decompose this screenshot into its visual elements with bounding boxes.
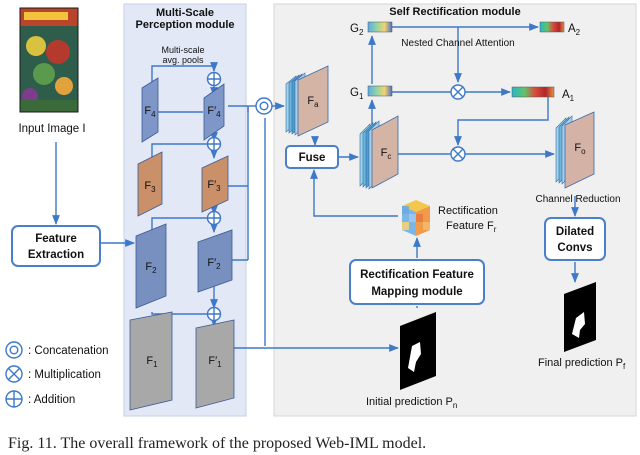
input-image xyxy=(19,7,79,113)
feature-extraction-line2: Extraction xyxy=(28,249,84,261)
attention-a1: A1 xyxy=(511,86,575,103)
fuse-label: Fuse xyxy=(299,152,326,164)
fuse-box xyxy=(285,145,339,169)
legend-multiplication: : Multiplication xyxy=(5,365,101,383)
rfm-box xyxy=(349,259,485,305)
svg-text:Fo: Fo xyxy=(574,142,586,156)
sr-title: Self Rectification module xyxy=(389,6,520,18)
multiply-op-1 xyxy=(450,84,466,100)
attention-g1: G1 xyxy=(350,85,393,101)
attention-a2: A2 xyxy=(539,21,581,37)
svg-text:F1: F1 xyxy=(146,355,158,369)
add-op-2 xyxy=(206,136,222,152)
final-prediction-label: Final prediction Pf xyxy=(538,357,626,371)
feature-stack-fo: Fo xyxy=(555,111,595,189)
svg-text:Fc: Fc xyxy=(381,147,392,161)
concat-op xyxy=(255,97,273,115)
svg-text:: Concatenation: : Concatenation xyxy=(28,345,109,357)
svg-text:F3: F3 xyxy=(144,180,156,194)
feature-f3: F3 xyxy=(137,151,163,217)
multiscale-line1: Multi-scale xyxy=(161,45,204,55)
feature-f4-prime: F′4 xyxy=(203,83,225,141)
feature-stack-fa: Fa xyxy=(285,65,329,137)
attention-g2: G2 xyxy=(350,21,393,37)
feature-f1-prime: F′1 xyxy=(195,319,235,409)
add-op-3 xyxy=(206,210,222,226)
dilated-convs-box xyxy=(544,217,606,261)
rectification-feature-line2: Feature Fr xyxy=(446,220,497,234)
rectification-feature-line1: Rectification xyxy=(438,205,498,217)
feature-f3-prime: F′3 xyxy=(201,155,229,213)
initial-prediction-label: Initial prediction Pn xyxy=(366,396,457,410)
svg-text:A1: A1 xyxy=(562,89,575,103)
legend-concatenation: : Concatenation xyxy=(5,341,109,359)
initial-prediction-mask xyxy=(400,312,436,390)
rfm-line2: Mapping module xyxy=(371,286,462,298)
dilated-line2: Convs xyxy=(557,242,592,254)
feature-f1: F1 xyxy=(129,311,173,411)
svg-text:G2: G2 xyxy=(350,23,364,37)
svg-text:: Addition: : Addition xyxy=(28,394,75,406)
rfm-line1: Rectification Feature xyxy=(360,269,474,281)
svg-text:F2: F2 xyxy=(145,261,157,275)
svg-text:G1: G1 xyxy=(350,87,364,101)
input-image-label: Input Image I xyxy=(18,123,85,135)
msp-title-line2: Perception module xyxy=(135,19,234,31)
feature-f2-prime: F′2 xyxy=(197,229,233,293)
final-prediction-mask xyxy=(564,282,596,352)
svg-text:A2: A2 xyxy=(568,23,581,37)
add-op-1 xyxy=(206,71,222,87)
feature-extraction-box xyxy=(11,225,101,267)
feature-extraction-line1: Feature xyxy=(35,233,77,245)
multiply-op-2 xyxy=(450,146,466,162)
feature-stack-fc: Fc xyxy=(359,115,399,190)
dilated-line1: Dilated xyxy=(556,226,594,238)
figure-caption: Fig. 11. The overall framework of the pr… xyxy=(8,435,427,452)
svg-text:Fa: Fa xyxy=(307,95,319,109)
nested-attention-label: Nested Channel Attention xyxy=(401,38,514,49)
rectification-feature-cube xyxy=(402,200,430,236)
multiscale-line2: avg. pools xyxy=(162,55,204,65)
feature-f4: F4 xyxy=(141,77,159,143)
svg-text:F4: F4 xyxy=(144,105,156,119)
channel-reduction-label: Channel Reduction xyxy=(535,194,620,205)
msp-title-line1: Multi-Scale xyxy=(156,7,214,19)
legend-addition: : Addition xyxy=(5,390,75,408)
feature-f2: F2 xyxy=(135,223,167,309)
add-op-4 xyxy=(206,306,222,322)
svg-text:: Multiplication: : Multiplication xyxy=(28,369,101,381)
